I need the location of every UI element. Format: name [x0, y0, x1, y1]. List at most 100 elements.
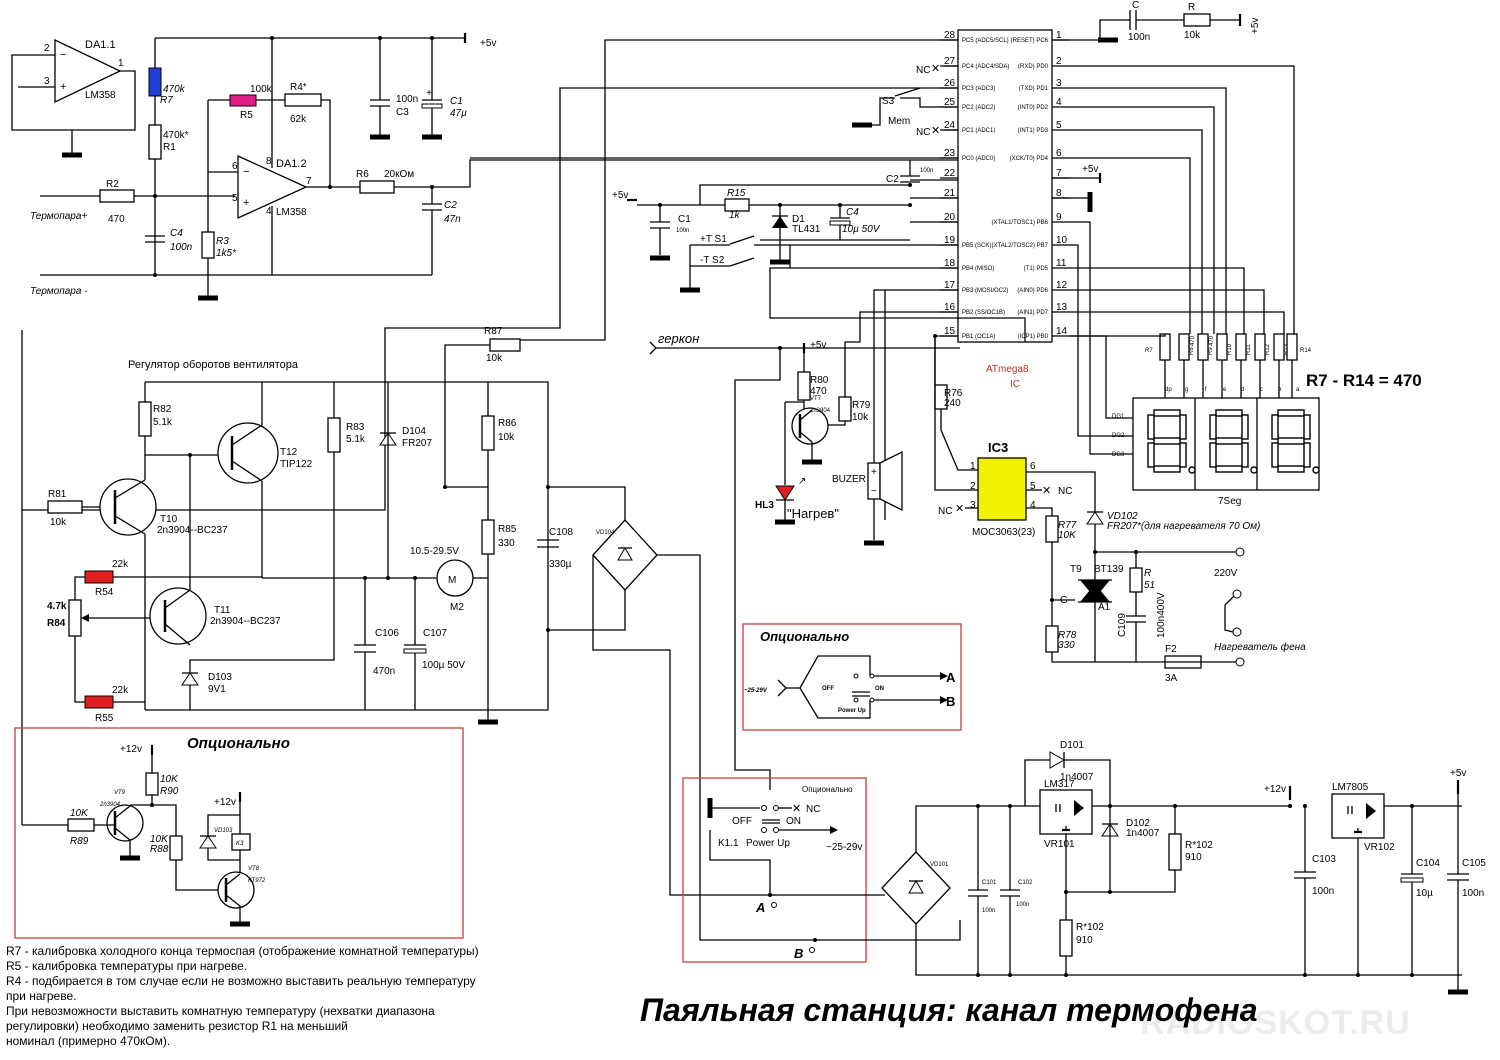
mcu-pin-name: (RESET) PC6: [1011, 38, 1049, 44]
svg-text:3: 3: [44, 76, 50, 87]
opamp-da12: [237, 154, 308, 220]
potentiometer-r54: [84, 570, 114, 584]
label-vt8: VT8: [248, 866, 260, 872]
label-s2: -T S2: [700, 255, 725, 266]
watermark: RADIOSKOT.RU: [1140, 1004, 1411, 1042]
resistor-r87: [489, 338, 521, 352]
fan-regulator: Регулятор оборотов вентилятора R82 5.1k …: [21, 330, 815, 941]
svg-text:1: 1: [970, 461, 976, 472]
label-c105: C105: [1462, 858, 1486, 869]
svg-text:1: 1: [118, 58, 124, 69]
label-c104v: 10µ: [1416, 888, 1433, 899]
label-mem: Mem: [888, 116, 910, 127]
resistor-r90: [145, 772, 159, 796]
label-c107v: 100µ 50V: [422, 660, 465, 671]
label-t10v: 2n3904--BC237: [157, 525, 228, 536]
label-buzer: BUZER: [832, 474, 866, 485]
mcu-pin-name: (AIN1) PD7: [1017, 310, 1048, 316]
label-nc-24: NC: [916, 127, 930, 138]
segment-resistor: [1254, 333, 1266, 361]
resistor-r81: [47, 500, 83, 514]
label-r90v: 10K: [160, 774, 179, 785]
label-r102bv: 910: [1076, 935, 1093, 946]
mcu-pin-name: (AIN0) PD6: [1017, 288, 1048, 294]
label-lm358-b: LM358: [276, 207, 307, 218]
label-tc-plus: Термопара+: [30, 211, 87, 222]
svg-text:5: 5: [1030, 481, 1036, 492]
label-r102b: R*102: [1076, 922, 1104, 933]
label-r4v: 62k: [290, 114, 307, 125]
label-da11: DA1.1: [85, 39, 116, 51]
resistor-r82: [138, 401, 152, 437]
label-r54v: 22k: [112, 559, 129, 570]
mcu-pin-number: 12: [1056, 280, 1068, 291]
label-plus5-c: +5v: [810, 340, 826, 351]
label-r77: R77: [1058, 520, 1077, 531]
label-cap-reset: C: [1132, 0, 1139, 11]
label-r77v: 10K: [1058, 530, 1077, 541]
reset-network: C 100n R 10k +5v: [1052, 0, 1261, 43]
label-nc2: NC: [806, 804, 820, 815]
label-r55v: 22k: [112, 685, 129, 696]
resistor-r102-a: [1168, 833, 1182, 871]
label-r102a: R*102: [1185, 840, 1213, 851]
label-c101v: 100n: [982, 908, 995, 914]
label-r54: R54: [95, 587, 114, 598]
note-line: при нагреве.: [6, 989, 77, 1003]
label-r88: R88: [150, 844, 169, 855]
svg-text:−: −: [871, 486, 877, 497]
label-c108: C108: [549, 527, 573, 538]
label-k11: K1.1: [718, 838, 739, 849]
label-rSv: 51: [1144, 580, 1155, 591]
segment-resistor-label: R12: [1265, 343, 1271, 355]
mcu-pin-name: (XTAL2/TOSC2) PB7: [992, 243, 1049, 249]
label-seg-d: d: [1241, 387, 1244, 393]
diode-vd102: [1086, 511, 1104, 525]
label-c102: C102: [1018, 880, 1033, 886]
label-c4b: C4: [846, 207, 859, 218]
label-bt139: BT139: [1094, 564, 1124, 575]
segment-resistor-label: R7: [1145, 348, 1153, 354]
label-r82v: 5.1k: [153, 417, 173, 428]
label-m2: M2: [450, 602, 464, 613]
label-seg-a: a: [1296, 387, 1300, 393]
label-c101: C101: [982, 880, 997, 886]
label-r7-r14: R7 - R14 = 470: [1306, 371, 1422, 390]
label-c3: C3: [396, 107, 409, 118]
label-plus5-d: +5v: [1082, 164, 1098, 175]
potentiometer-r5: [229, 94, 257, 107]
svg-text:−: −: [60, 49, 66, 61]
label-r55: R55: [95, 713, 114, 724]
digit-8: [1271, 409, 1320, 474]
mcu-pin-number: 13: [1056, 302, 1068, 313]
optocoupler-ic3: [977, 457, 1027, 521]
label-r85v: 330: [498, 538, 515, 549]
label-d102v: 1n4007: [1126, 828, 1160, 839]
mcu-body: [957, 29, 1053, 343]
label-outA: A: [946, 670, 956, 685]
label-t11v: 2n3904--BC237: [210, 616, 281, 627]
label-r78: R78: [1058, 630, 1077, 641]
label-r88v: 10K: [150, 834, 169, 845]
label-vd103: VD103: [214, 828, 233, 834]
segment-resistor-label: R9: [1208, 347, 1214, 355]
mcu-pin-number: 24: [944, 120, 956, 131]
label-nagrev: "Нагрев": [787, 506, 839, 521]
label-c2b: C2: [886, 174, 899, 185]
mcu-pin-number: 10: [1056, 235, 1068, 246]
mcu-pin-number: 23: [944, 148, 956, 159]
label-r87v: 10k: [486, 353, 503, 364]
label-r83: R83: [346, 422, 365, 433]
mcu-pin-number: 22: [944, 168, 956, 179]
resistor-r88: [169, 835, 183, 861]
label-c4bv: 10µ 50V: [842, 224, 881, 235]
page-title: Паяльная станция: канал термофена: [640, 992, 1258, 1028]
svg-text:+: +: [243, 197, 249, 209]
svg-text:5: 5: [232, 193, 238, 204]
svg-text:+: +: [426, 88, 432, 99]
label-c106: C106: [375, 628, 399, 639]
mcu-pin-number: 20: [944, 212, 956, 223]
label-plus5-b: +5v: [612, 190, 628, 201]
label-r6: R6: [356, 169, 369, 180]
